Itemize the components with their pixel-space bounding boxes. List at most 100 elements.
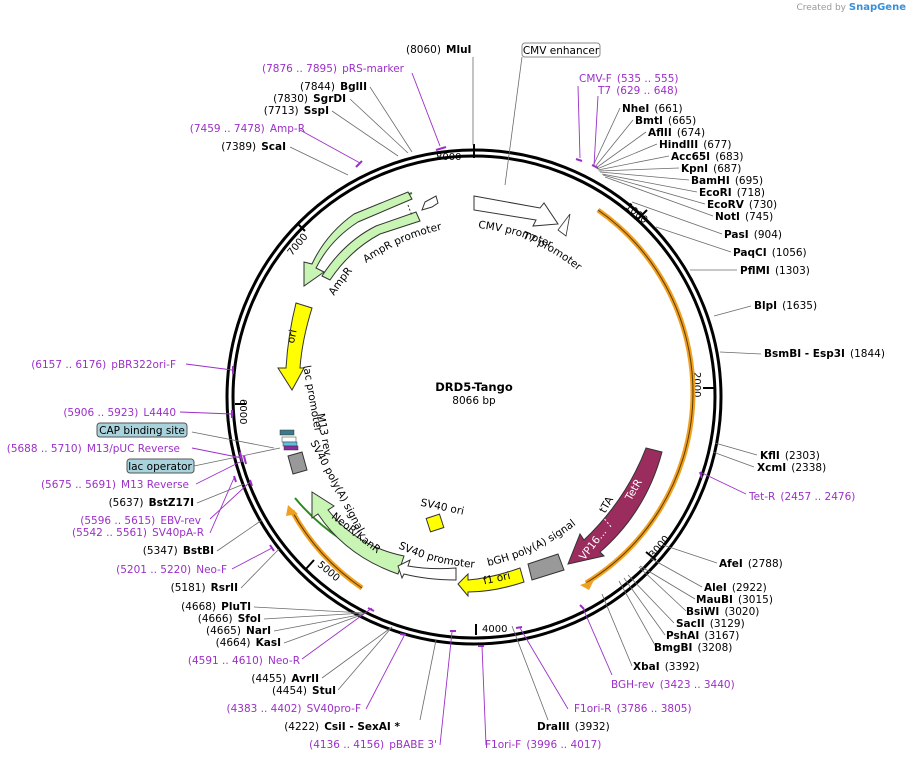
cmv-enhancer-leader — [504, 56, 523, 186]
primer-leaders — [179, 72, 747, 746]
right-leaders — [472, 57, 762, 721]
enzyme-nhei: NheI (661) — [622, 97, 683, 116]
enzyme-pflmi: PflMI (1303) — [740, 259, 810, 278]
enzyme-bsiwi: BsiWI (3020) — [686, 600, 759, 619]
enzyme-bamhi: BamHI (695) — [691, 169, 763, 188]
primer-prs-marker: (7876 .. 7895) pRS-marker — [262, 57, 405, 76]
tick-label-6000: 6000 — [237, 399, 248, 424]
enzyme-bmgbi: BmgBI (3208) — [654, 636, 732, 655]
enzyme-xcmi: XcmI (2338) — [757, 456, 826, 475]
cmv-enhancer-label: CMV enhancer — [523, 45, 600, 57]
credit-text: Created by — [796, 3, 846, 13]
plasmid-length: 8066 bp — [452, 395, 496, 407]
tick-label-7000: 7000 — [286, 232, 311, 259]
primer-sv40pa-r: (5542 .. 5561) SV40pA-R — [72, 521, 204, 540]
enzyme-sacii: SacII (3129) — [676, 612, 745, 631]
primer-l4440: (5906 .. 5923) L4440 — [63, 401, 176, 420]
enzyme-alei: AleI (2922) — [704, 576, 767, 595]
bgh-polya-box — [527, 553, 565, 581]
enzyme-mlui: (8060) MluI — [406, 38, 471, 57]
enzyme-hindiii: HindIII (677) — [659, 133, 731, 152]
primer-cmv-f: CMV-F (535 .. 555) — [579, 67, 679, 86]
f1-ori-label: f1 ori — [482, 570, 511, 587]
enzyme-rsrii: (5181) RsrII — [171, 576, 238, 595]
enzyme-acc65i: Acc65I (683) — [671, 145, 743, 164]
left-leaders — [196, 86, 437, 721]
primer-bgh-rev: BGH-rev (3423 .. 3440) — [611, 673, 735, 692]
cmv-enhancer-box — [521, 42, 601, 58]
tta-divider — [601, 515, 613, 529]
enzyme-kfli: KflI (2303) — [760, 444, 820, 463]
enzyme-xbai: XbaI (3392) — [633, 655, 700, 674]
tta-arrow — [567, 447, 663, 565]
enzyme-csii: (4222) CsiI - SexAI * — [284, 715, 400, 734]
tick-label-4000: 4000 — [482, 624, 507, 635]
tick-label-1000: 1000 — [623, 201, 650, 226]
enzyme-noti: NotI (745) — [715, 205, 773, 224]
sv40-polya-box — [287, 451, 308, 475]
enzyme-labels-right: (8060) MluI NheI (661) BmtI (665) AflII … — [406, 38, 885, 734]
enzyme-bglii: (7844) BglII — [300, 75, 367, 94]
enzyme-kasi: (4664) KasI — [216, 631, 281, 650]
enzyme-afei: AfeI (2788) — [719, 552, 783, 571]
ori-label: ori — [285, 328, 300, 344]
enzyme-pshai: PshAI (3167) — [666, 624, 739, 643]
enzyme-scai: (7389) ScaI — [221, 135, 286, 154]
cap-site-label: CAP binding site — [99, 425, 185, 437]
t7-promoter-arrow — [557, 213, 571, 237]
cap-site-mark — [279, 429, 295, 436]
enzyme-bstbi: (5347) BstBI — [143, 539, 214, 558]
enzyme-bmti: BmtI (665) — [635, 109, 696, 128]
cmv-promoter-arrow — [473, 195, 559, 227]
enzyme-labels-left: (7844) BglII (7830) SgrDI (7713) SspI (7… — [109, 75, 401, 734]
enzyme-paqci: PaqCI (1056) — [733, 241, 807, 260]
enzyme-avrii: (4455) AvrII — [251, 667, 319, 686]
enzyme-kpni: KpnI (687) — [681, 157, 741, 176]
enzyme-aflii: AflII (674) — [648, 121, 705, 140]
primer-labels: (7876 .. 7895) pRS-marker (7459 .. 7478)… — [7, 57, 856, 752]
primer-pbr322ori-f: (6157 .. 6176) pBR322ori-F — [31, 353, 176, 372]
enzyme-bsmbi: BsmBI - Esp3I (1844) — [764, 342, 885, 361]
primer-neo-r: (4591 .. 4610) Neo-R — [188, 649, 300, 668]
enzyme-ecori: EcoRI (718) — [699, 181, 765, 200]
lac-promoter-mark — [281, 436, 297, 443]
enzyme-sspi: (7713) SspI — [264, 99, 329, 118]
t7-promoter-label: T7 promoter — [520, 229, 584, 273]
plasmid-name: DRD5-Tango — [435, 380, 513, 394]
primer-amp-r: (7459 .. 7478) Amp-R — [190, 117, 305, 136]
primer-f1ori-r: F1ori-R (3786 .. 3805) — [574, 697, 692, 716]
tick-label-2000: 2000 — [691, 372, 702, 397]
primer-neo-f: (5201 .. 5220) Neo-F — [116, 558, 227, 577]
primer-markers — [231, 146, 703, 647]
sv40-promoter-arrow — [397, 559, 457, 581]
f1-ori-arrow — [457, 567, 525, 598]
primer-m13-puc-reverse: (5688 .. 5710) M13/pUC Reverse — [7, 437, 180, 456]
primer-ebv-rev: (5596 .. 5615) EBV-rev — [80, 509, 201, 528]
tick-marks — [235, 144, 715, 635]
m13-rev-mark — [283, 445, 299, 451]
credit: Created by SnapGene — [796, 2, 906, 13]
ampr-promoter-small — [421, 195, 439, 211]
ori-arrow — [277, 302, 313, 391]
snapgene-logo: SnapGene — [848, 2, 906, 13]
lac-operator-box — [126, 458, 195, 474]
ampr-promoter-arrow — [321, 211, 421, 281]
primer-f1ori-f: F1ori-F (3996 .. 4017) — [485, 733, 601, 752]
enzyme-bstz17i: (5637) BstZ17I — [109, 491, 194, 510]
primer-t7: T7 (629 .. 648) — [597, 79, 678, 98]
enzyme-draiii: DraIII (3932) — [537, 715, 610, 734]
ampr-arrow — [303, 191, 413, 287]
enzyme-pasi: PasI (904) — [724, 223, 782, 242]
ampr-dash — [407, 204, 413, 217]
primer-pbabe-3: (4136 .. 4156) pBABE 3' — [309, 733, 437, 752]
orange-arc-right-core — [585, 209, 694, 584]
enzyme-maubi: MauBI (3015) — [696, 588, 773, 607]
lac-operator-label: lac operator — [128, 461, 192, 473]
cap-site-box — [96, 422, 188, 438]
enzyme-pluti: (4668) PluTI — [181, 595, 251, 614]
neor-arrow — [311, 491, 405, 575]
enzyme-sfoi: (4666) SfoI — [198, 607, 261, 626]
primer-sv40pro-f: (4383 .. 4402) SV40pro-F — [226, 697, 361, 716]
bgh-polya-label: bGH poly(A) signal — [486, 517, 578, 569]
enzyme-stui: (4454) StuI — [272, 679, 336, 698]
